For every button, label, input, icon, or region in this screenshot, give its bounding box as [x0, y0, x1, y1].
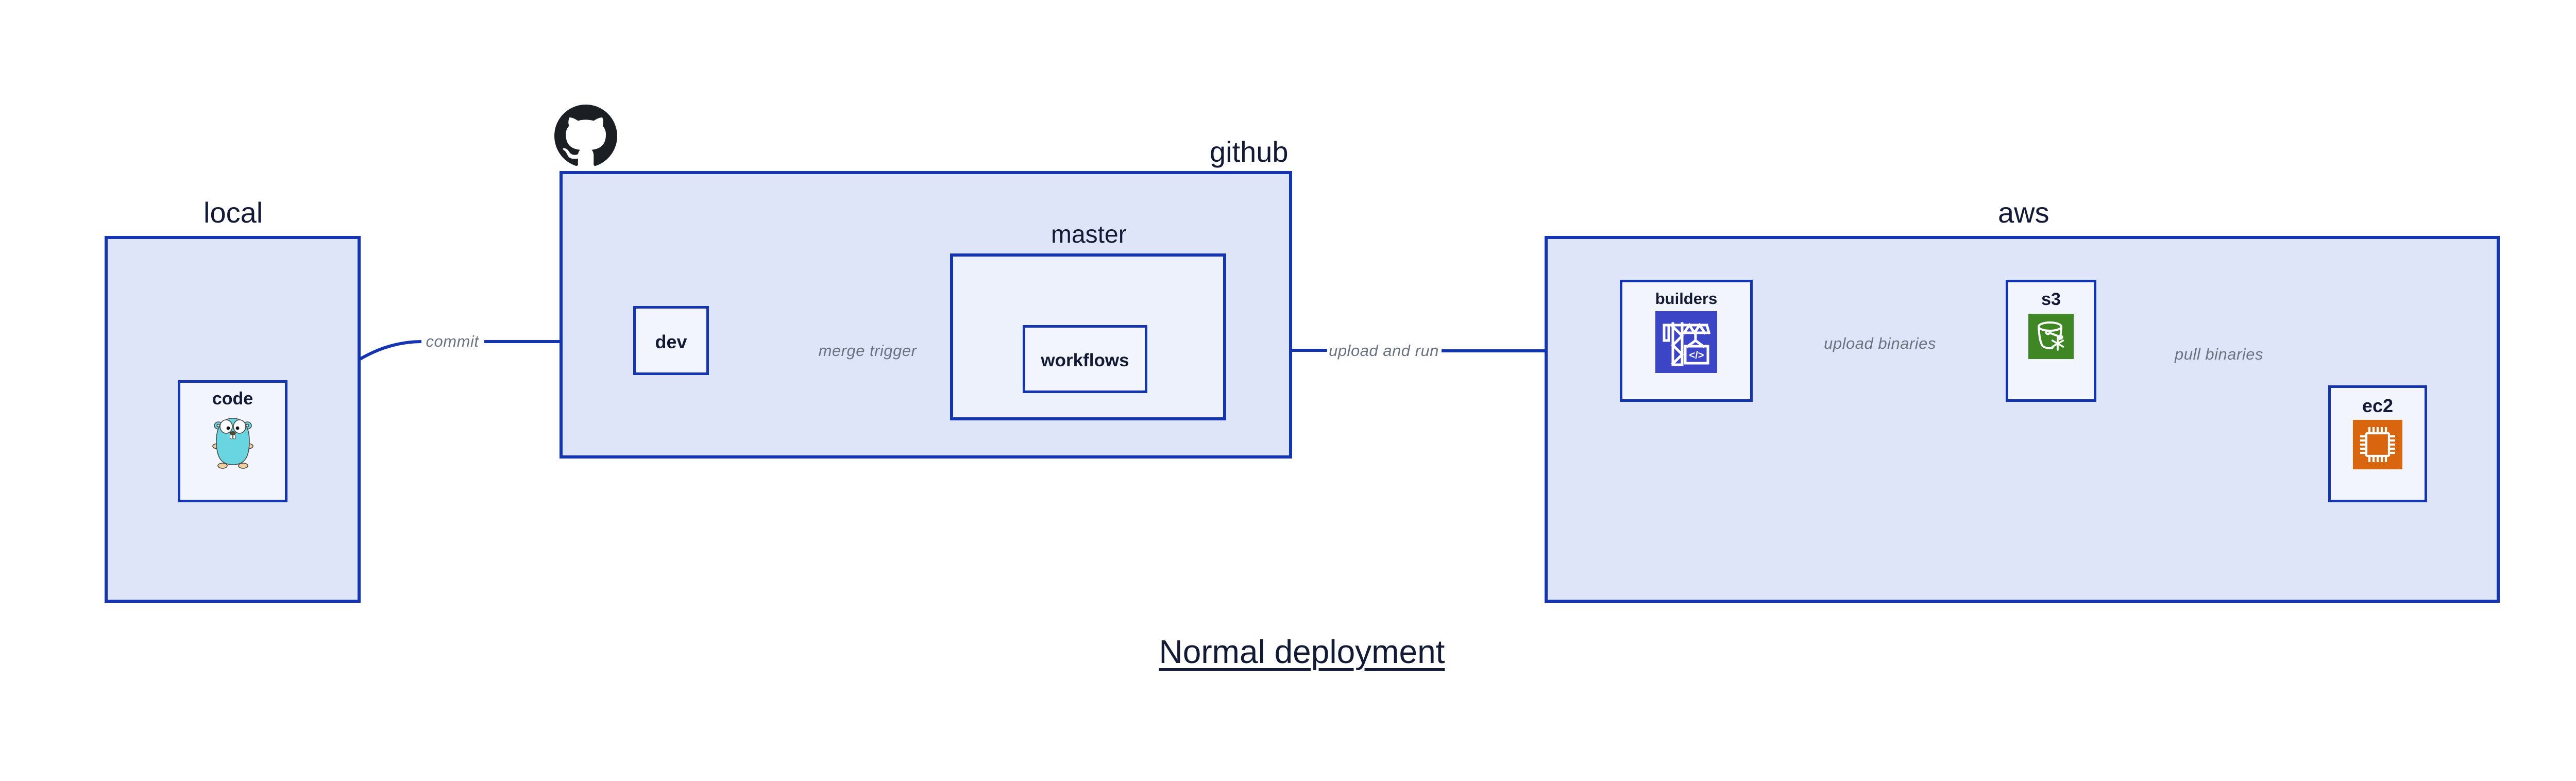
node-s3: s3	[2006, 280, 2096, 402]
edge-label-pull-binaries: pull binaries	[2175, 345, 2263, 363]
node-label-builders: builders	[1655, 290, 1718, 308]
node-dev: dev	[633, 306, 709, 375]
node-label-workflows: workflows	[1041, 350, 1129, 370]
node-builders: builders </>	[1620, 280, 1753, 402]
node-label-dev: dev	[655, 331, 687, 352]
github-octocat-icon	[554, 105, 617, 166]
build-crane-icon: </>	[1655, 311, 1717, 373]
builders-icon-code-glyph: </>	[1689, 350, 1704, 361]
go-gopher-icon	[212, 418, 253, 469]
diagram-title: Normal deployment	[1159, 633, 1445, 670]
edge-label-commit: commit	[426, 332, 479, 350]
edge-label-upload-and-run: upload and run	[1329, 342, 1439, 360]
cpu-chip-icon	[2353, 420, 2402, 469]
group-label-aws: aws	[1998, 196, 2049, 229]
node-label-ec2: ec2	[2362, 395, 2394, 416]
edge-label-upload-binaries: upload binaries	[1824, 334, 1936, 352]
group-label-master: master	[1051, 221, 1127, 248]
edge-label-merge-trigger: merge trigger	[818, 342, 917, 360]
node-code: code	[178, 380, 287, 502]
s3-bucket-snowflake-icon	[2028, 314, 2074, 359]
node-label-s3: s3	[2041, 290, 2061, 309]
node-ec2: ec2	[2328, 385, 2427, 502]
group-label-local: local	[204, 196, 263, 229]
node-workflows: workflows	[1023, 325, 1147, 393]
group-label-github: github	[1210, 135, 1289, 168]
node-label-code: code	[212, 389, 253, 409]
